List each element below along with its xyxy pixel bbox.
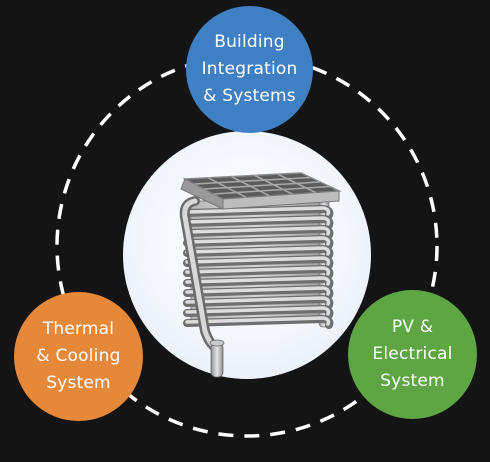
node-label-line: & Cooling — [36, 346, 121, 366]
node-label-line: Building — [214, 32, 285, 52]
grid-line — [203, 181, 321, 190]
node-label-line: Electrical — [372, 344, 453, 364]
coil-tube-highlight — [185, 316, 331, 326]
grid-line — [213, 185, 330, 195]
coil-tube-highlight — [185, 216, 331, 226]
node-label-line: Thermal — [42, 319, 115, 339]
heat-exchanger-coil-icon — [179, 172, 342, 378]
coil-tube-highlight — [185, 226, 331, 236]
node-building-integration: Building Integration & Systems — [186, 6, 313, 133]
coil-tube-highlight — [185, 256, 331, 266]
coil-tube-highlight — [185, 206, 331, 216]
node-label-line: System — [380, 371, 445, 391]
node-label-line: Integration — [201, 59, 298, 79]
coil-tube-highlight — [185, 236, 331, 246]
coil-tubes — [183, 204, 334, 329]
coil-tube-highlight — [185, 306, 331, 316]
coil-tube-highlight — [185, 276, 331, 286]
center-illustration-disk — [123, 131, 371, 379]
grid-line — [194, 176, 311, 185]
node-label-line: System — [46, 373, 111, 393]
coil-tube-highlight — [185, 296, 331, 306]
node-pv-electrical: PV & Electrical System — [348, 290, 477, 419]
coil-tube-highlight — [185, 246, 331, 256]
node-thermal-cooling: Thermal & Cooling System — [14, 292, 143, 421]
coil-tube-highlight — [185, 266, 331, 276]
inlet-pipe — [179, 196, 225, 378]
node-label-line: PV & — [391, 317, 434, 337]
coil-tube-highlight — [185, 286, 331, 296]
node-label-line: & Systems — [203, 86, 296, 106]
top-grid — [180, 172, 342, 210]
